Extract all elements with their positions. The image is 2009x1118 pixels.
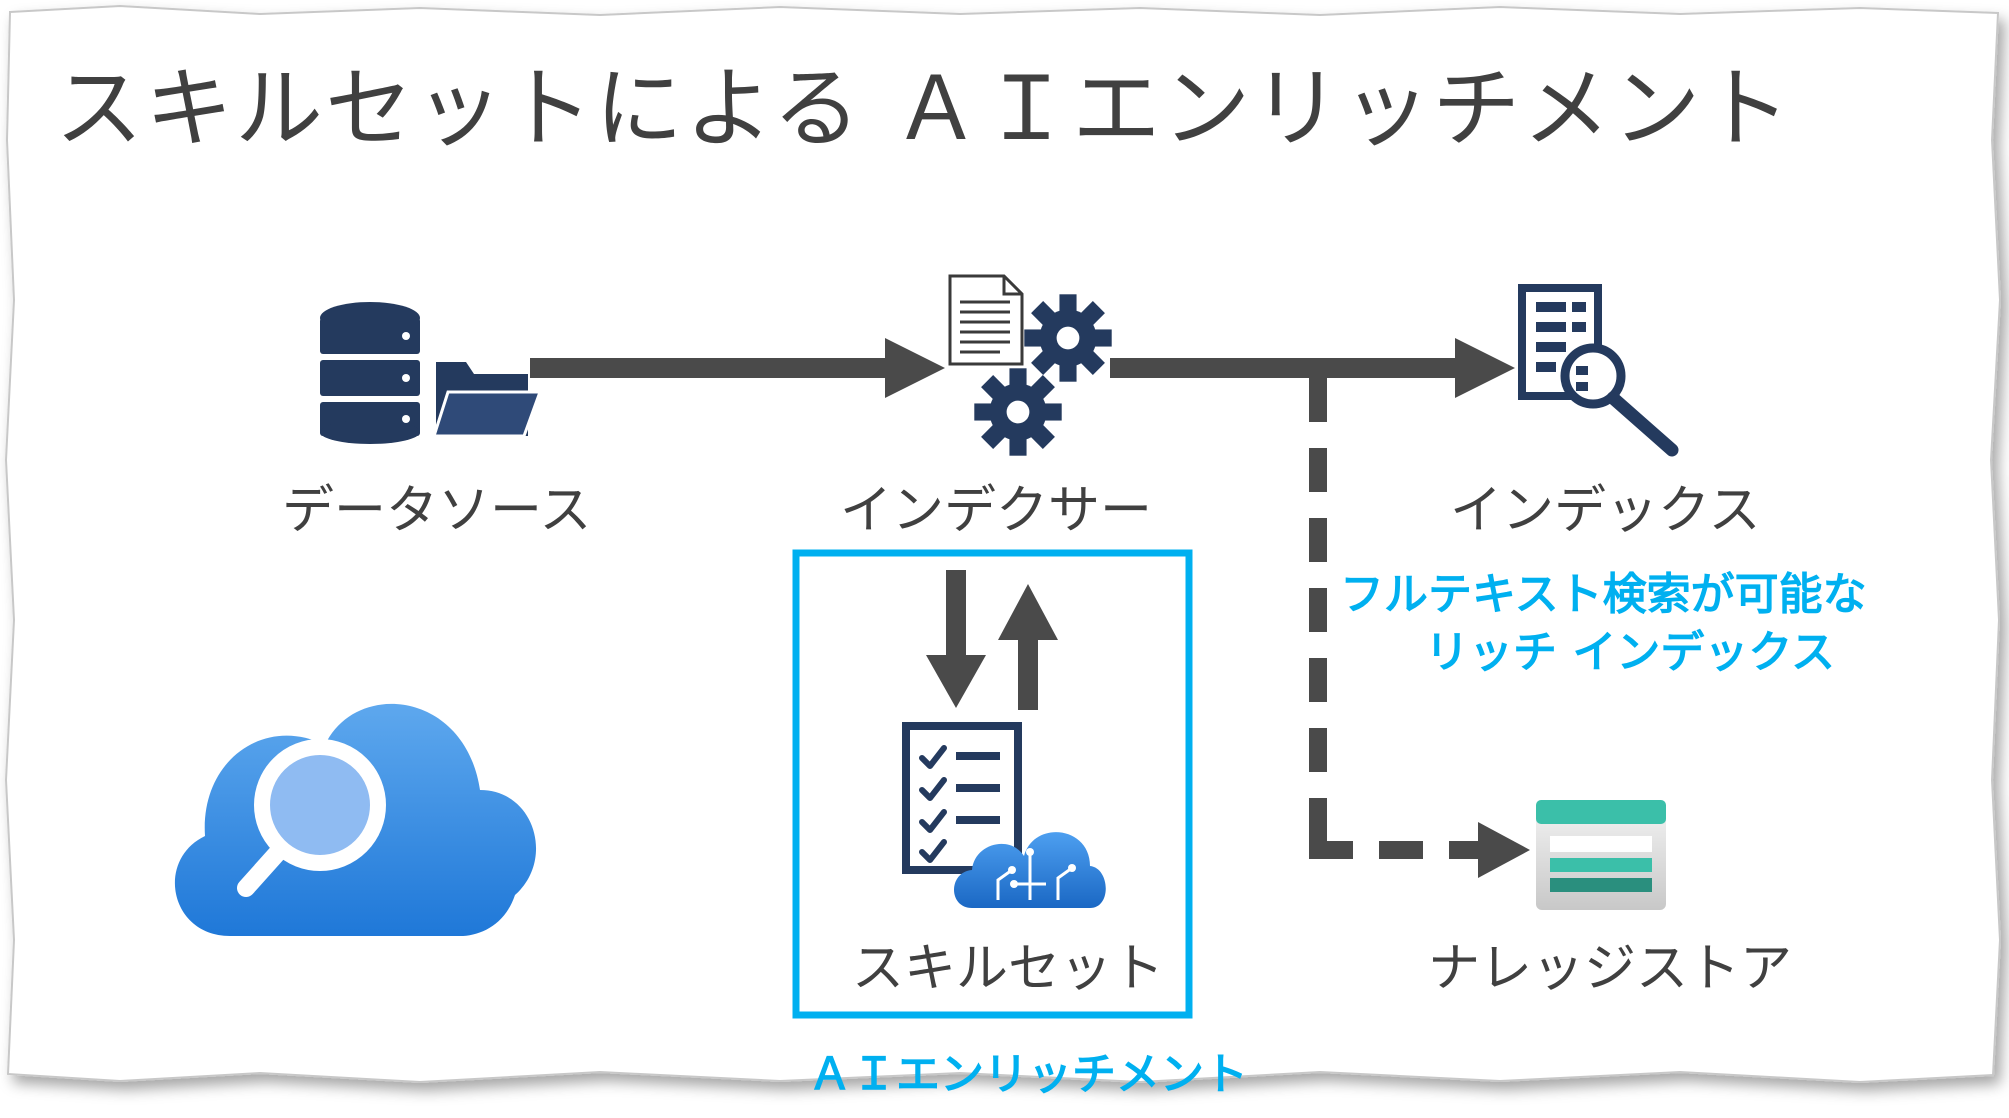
indexer-label: インデクサー — [840, 481, 1153, 541]
document-search-icon — [1518, 284, 1679, 457]
rich-index-note-line2: リッチ インデックス — [1425, 627, 1835, 678]
cloud-search-icon — [174, 703, 537, 936]
database-folder-icon — [320, 302, 543, 444]
knowledge-store-label: ナレッジストア — [1428, 939, 1793, 999]
enrichment-caption: ＡＩエンリッチメント — [808, 1049, 1248, 1100]
rich-index-note-line1: フルテキスト検索が可能な — [1340, 569, 1867, 620]
document-gears-icon — [948, 274, 1112, 456]
checklist-cloud-icon — [902, 722, 1106, 908]
skillset-label: スキルセット — [852, 939, 1165, 999]
enrichment-box — [792, 549, 1193, 1019]
index-label: インデックス — [1450, 481, 1761, 541]
arrow-indexer-to-index — [1110, 338, 1515, 398]
datasource-label: データソース — [282, 481, 592, 541]
page-title: スキルセットによる ＡＩエンリッチメント — [55, 57, 1793, 160]
arrow-to-knowledge-store — [1309, 378, 1530, 878]
storage-icon — [1536, 800, 1666, 910]
arrow-datasource-to-indexer — [530, 338, 945, 398]
arrow-skillset-to-indexer — [998, 584, 1058, 710]
arrow-indexer-to-skillset — [926, 570, 986, 708]
